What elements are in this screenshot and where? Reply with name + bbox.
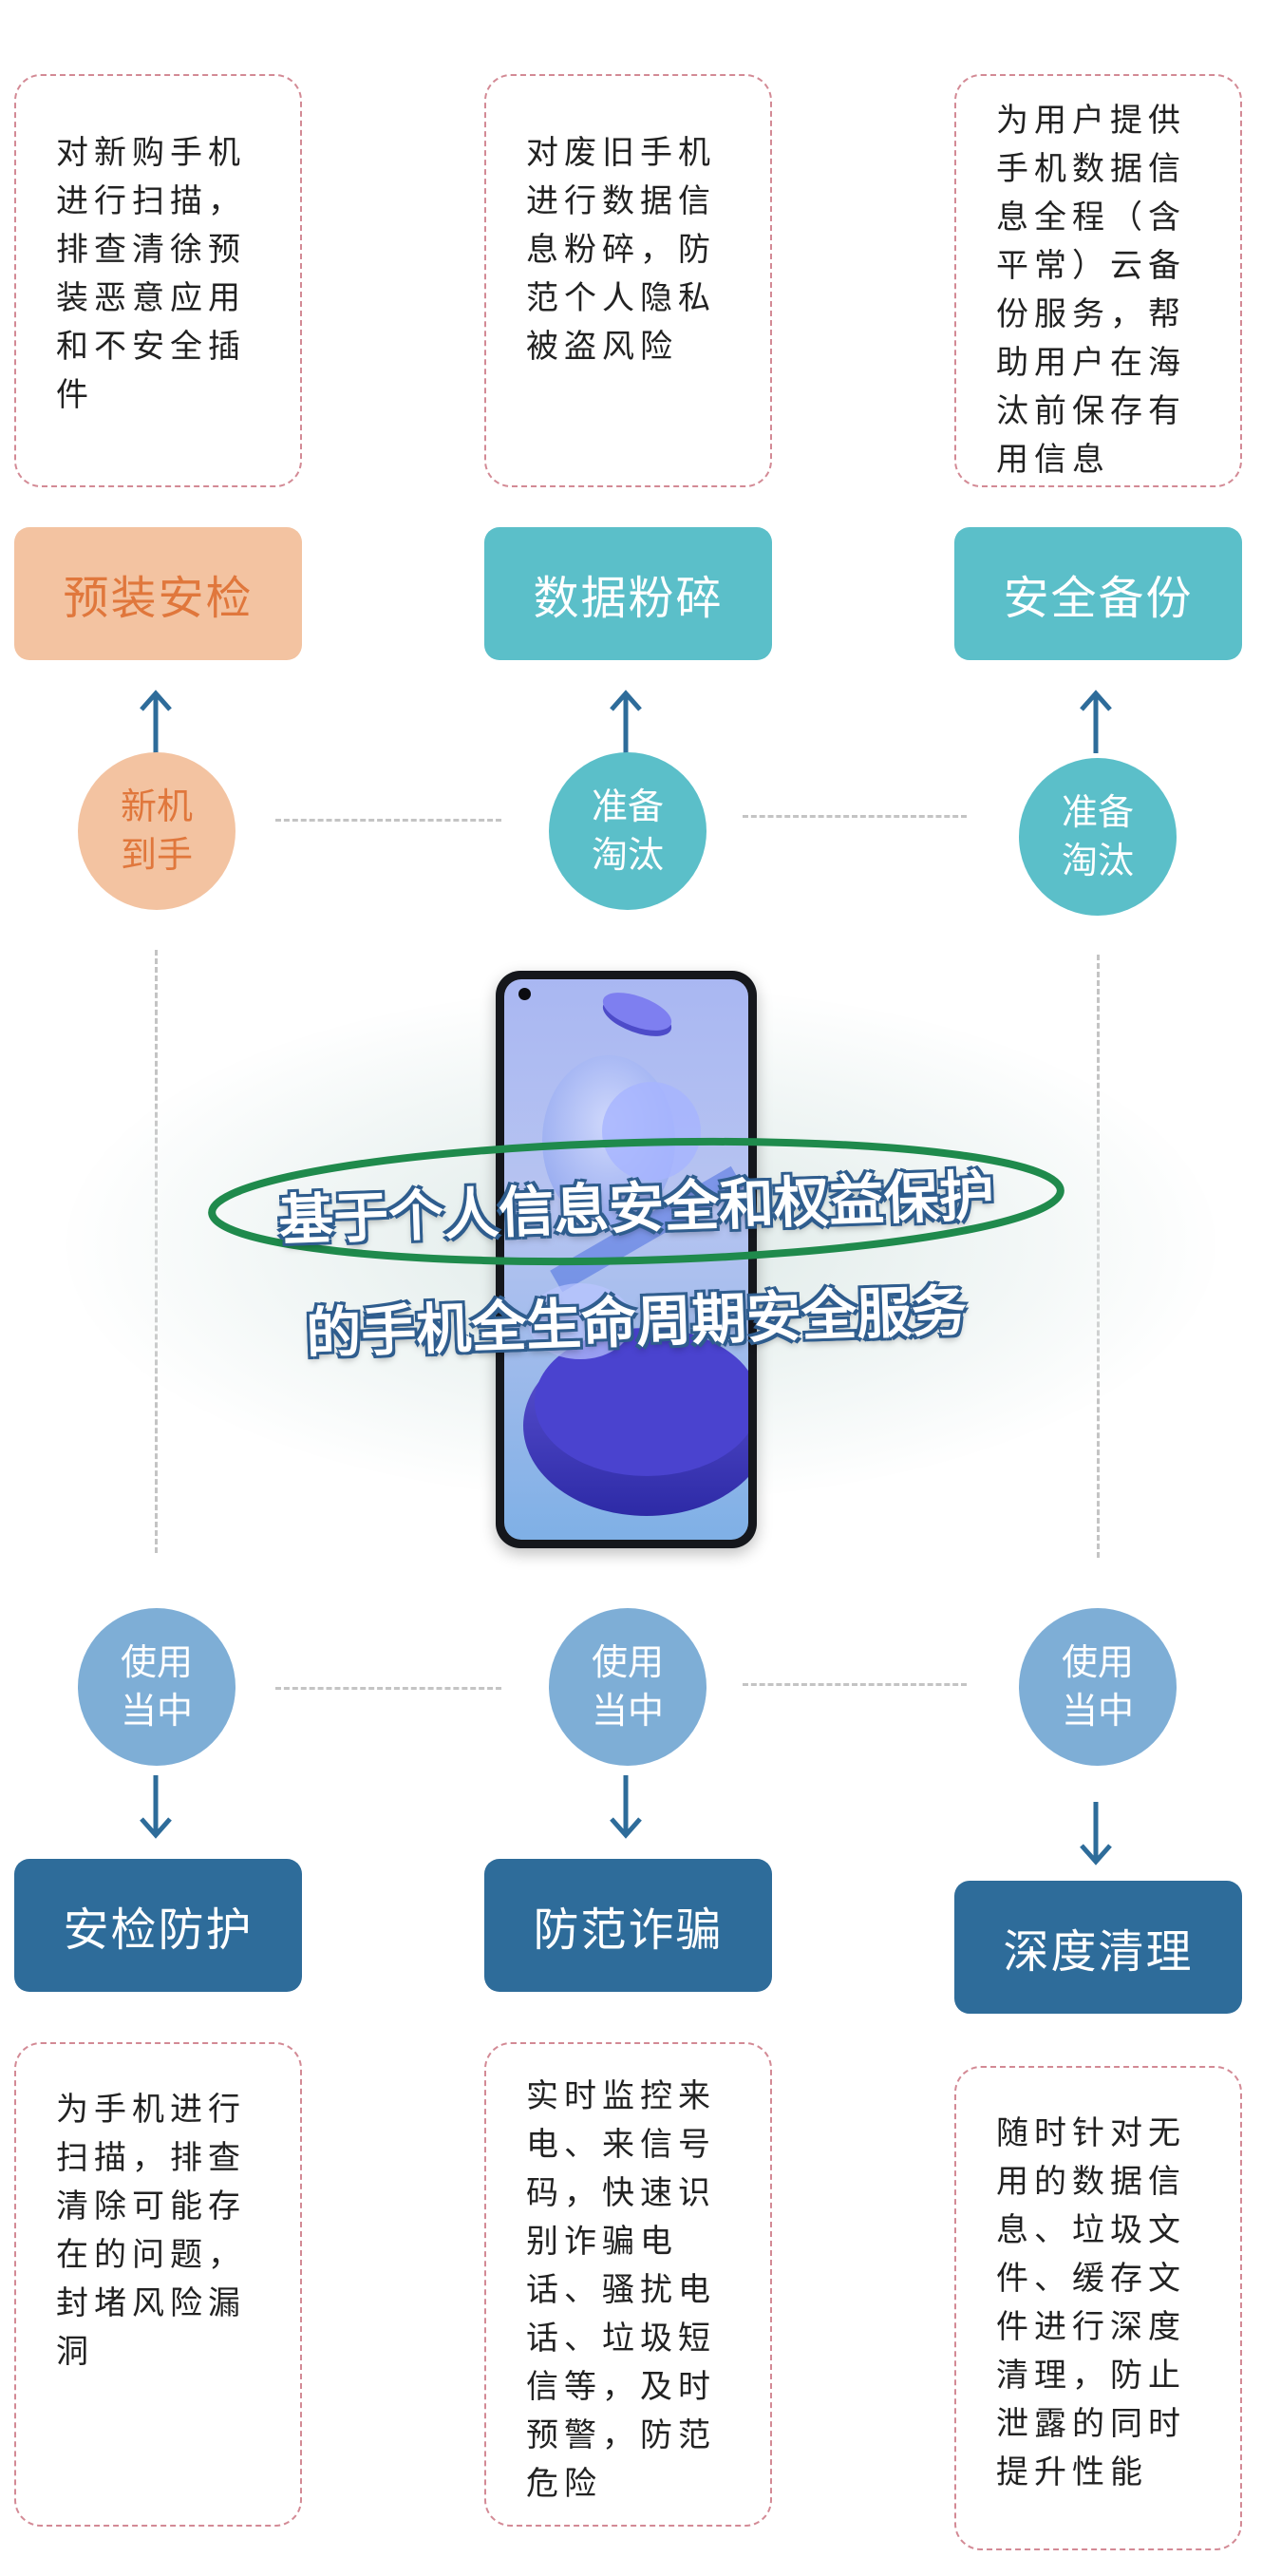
- service-label: 安检防护: [63, 1904, 254, 1957]
- wallpaper-graphic: [523, 993, 748, 1516]
- service-deep-clean: 深度清理: [954, 1881, 1242, 2014]
- stage-ready-retire: 准备淘汰: [1019, 758, 1177, 916]
- service-security-protection: 安检防护: [14, 1859, 302, 1992]
- desc-text: 对新购手机进行扫描，排查清徐预装恶意应用和不安全插件: [56, 134, 246, 414]
- connector-line: [743, 1683, 967, 1686]
- arrow-down-icon: [137, 1773, 175, 1840]
- stage-in-use: 使用当中: [549, 1608, 706, 1766]
- stage-line: 当中: [120, 1690, 193, 1732]
- stage-line: 使用: [120, 1640, 193, 1683]
- stage-in-use: 使用当中: [78, 1608, 235, 1766]
- desc-box-preinstall-check: 对新购手机进行扫描，排查清徐预装恶意应用和不安全插件: [14, 74, 302, 487]
- stage-line: 新机: [120, 785, 193, 827]
- desc-box-deep-clean: 随时针对无用的数据信息、垃圾文件、缓存文件进行深度清理，防止泄露的同时提升性能: [954, 2066, 1242, 2550]
- desc-text: 为用户提供手机数据信息全程（含平常）云备份服务，帮助用户在海汰前保存有用信息: [996, 102, 1186, 479]
- service-label: 安全备份: [1003, 572, 1194, 625]
- stage-line: 淘汰: [1061, 840, 1134, 881]
- stage-ready-retire: 准备淘汰: [549, 752, 706, 910]
- highlight-ellipse: [208, 1137, 1064, 1266]
- desc-box-safe-backup: 为用户提供手机数据信息全程（含平常）云备份服务，帮助用户在海汰前保存有用信息: [954, 74, 1242, 487]
- arrow-down-icon: [607, 1773, 645, 1840]
- camera-dot: [518, 988, 531, 1000]
- stage-line: 准备: [591, 785, 664, 827]
- stage-in-use: 使用当中: [1019, 1608, 1177, 1766]
- arrow-up-icon: [607, 689, 645, 755]
- stage-line: 当中: [591, 1690, 664, 1732]
- service-label: 预装安检: [63, 572, 254, 625]
- desc-box-data-shred: 对废旧手机进行数据信息粉碎，防范个人隐私被盗风险: [484, 74, 772, 487]
- arrow-up-icon: [1077, 689, 1115, 755]
- arrow-up-icon: [137, 689, 175, 755]
- desc-box-security-protection: 为手机进行扫描，排查清除可能存在的问题，封堵风险漏洞: [14, 2042, 302, 2527]
- service-fraud-prevention: 防范诈骗: [484, 1859, 772, 1992]
- service-label: 防范诈骗: [533, 1904, 724, 1957]
- service-label: 数据粉碎: [533, 572, 724, 625]
- stage-line: 准备: [1061, 790, 1134, 833]
- stage-line: 使用: [1061, 1640, 1134, 1683]
- desc-text: 实时监控来电、来信号码，快速识别诈骗电话、骚扰电话、垃圾短信等，及时预警，防范危…: [526, 2077, 716, 2503]
- service-label: 深度清理: [1003, 1925, 1194, 1979]
- service-preinstall-check: 预装安检: [14, 527, 302, 660]
- connector-line: [743, 815, 967, 818]
- desc-text: 随时针对无用的数据信息、垃圾文件、缓存文件进行深度清理，防止泄露的同时提升性能: [996, 2114, 1186, 2491]
- arrow-down-icon: [1077, 1800, 1115, 1866]
- stage-line: 当中: [1061, 1690, 1134, 1732]
- connector-line: [275, 1687, 501, 1690]
- service-safe-backup: 安全备份: [954, 527, 1242, 660]
- stage-new-phone: 新机到手: [78, 752, 235, 910]
- stage-line: 使用: [591, 1640, 664, 1683]
- stage-line: 到手: [120, 834, 193, 876]
- desc-text: 为手机进行扫描，排查清除可能存在的问题，封堵风险漏洞: [56, 2091, 246, 2371]
- connector-line: [275, 819, 501, 822]
- desc-text: 对废旧手机进行数据信息粉碎，防范个人隐私被盗风险: [526, 134, 716, 366]
- desc-box-fraud-prevention: 实时监控来电、来信号码，快速识别诈骗电话、骚扰电话、垃圾短信等，及时预警，防范危…: [484, 2042, 772, 2527]
- service-data-shred: 数据粉碎: [484, 527, 772, 660]
- stage-line: 淘汰: [591, 834, 664, 876]
